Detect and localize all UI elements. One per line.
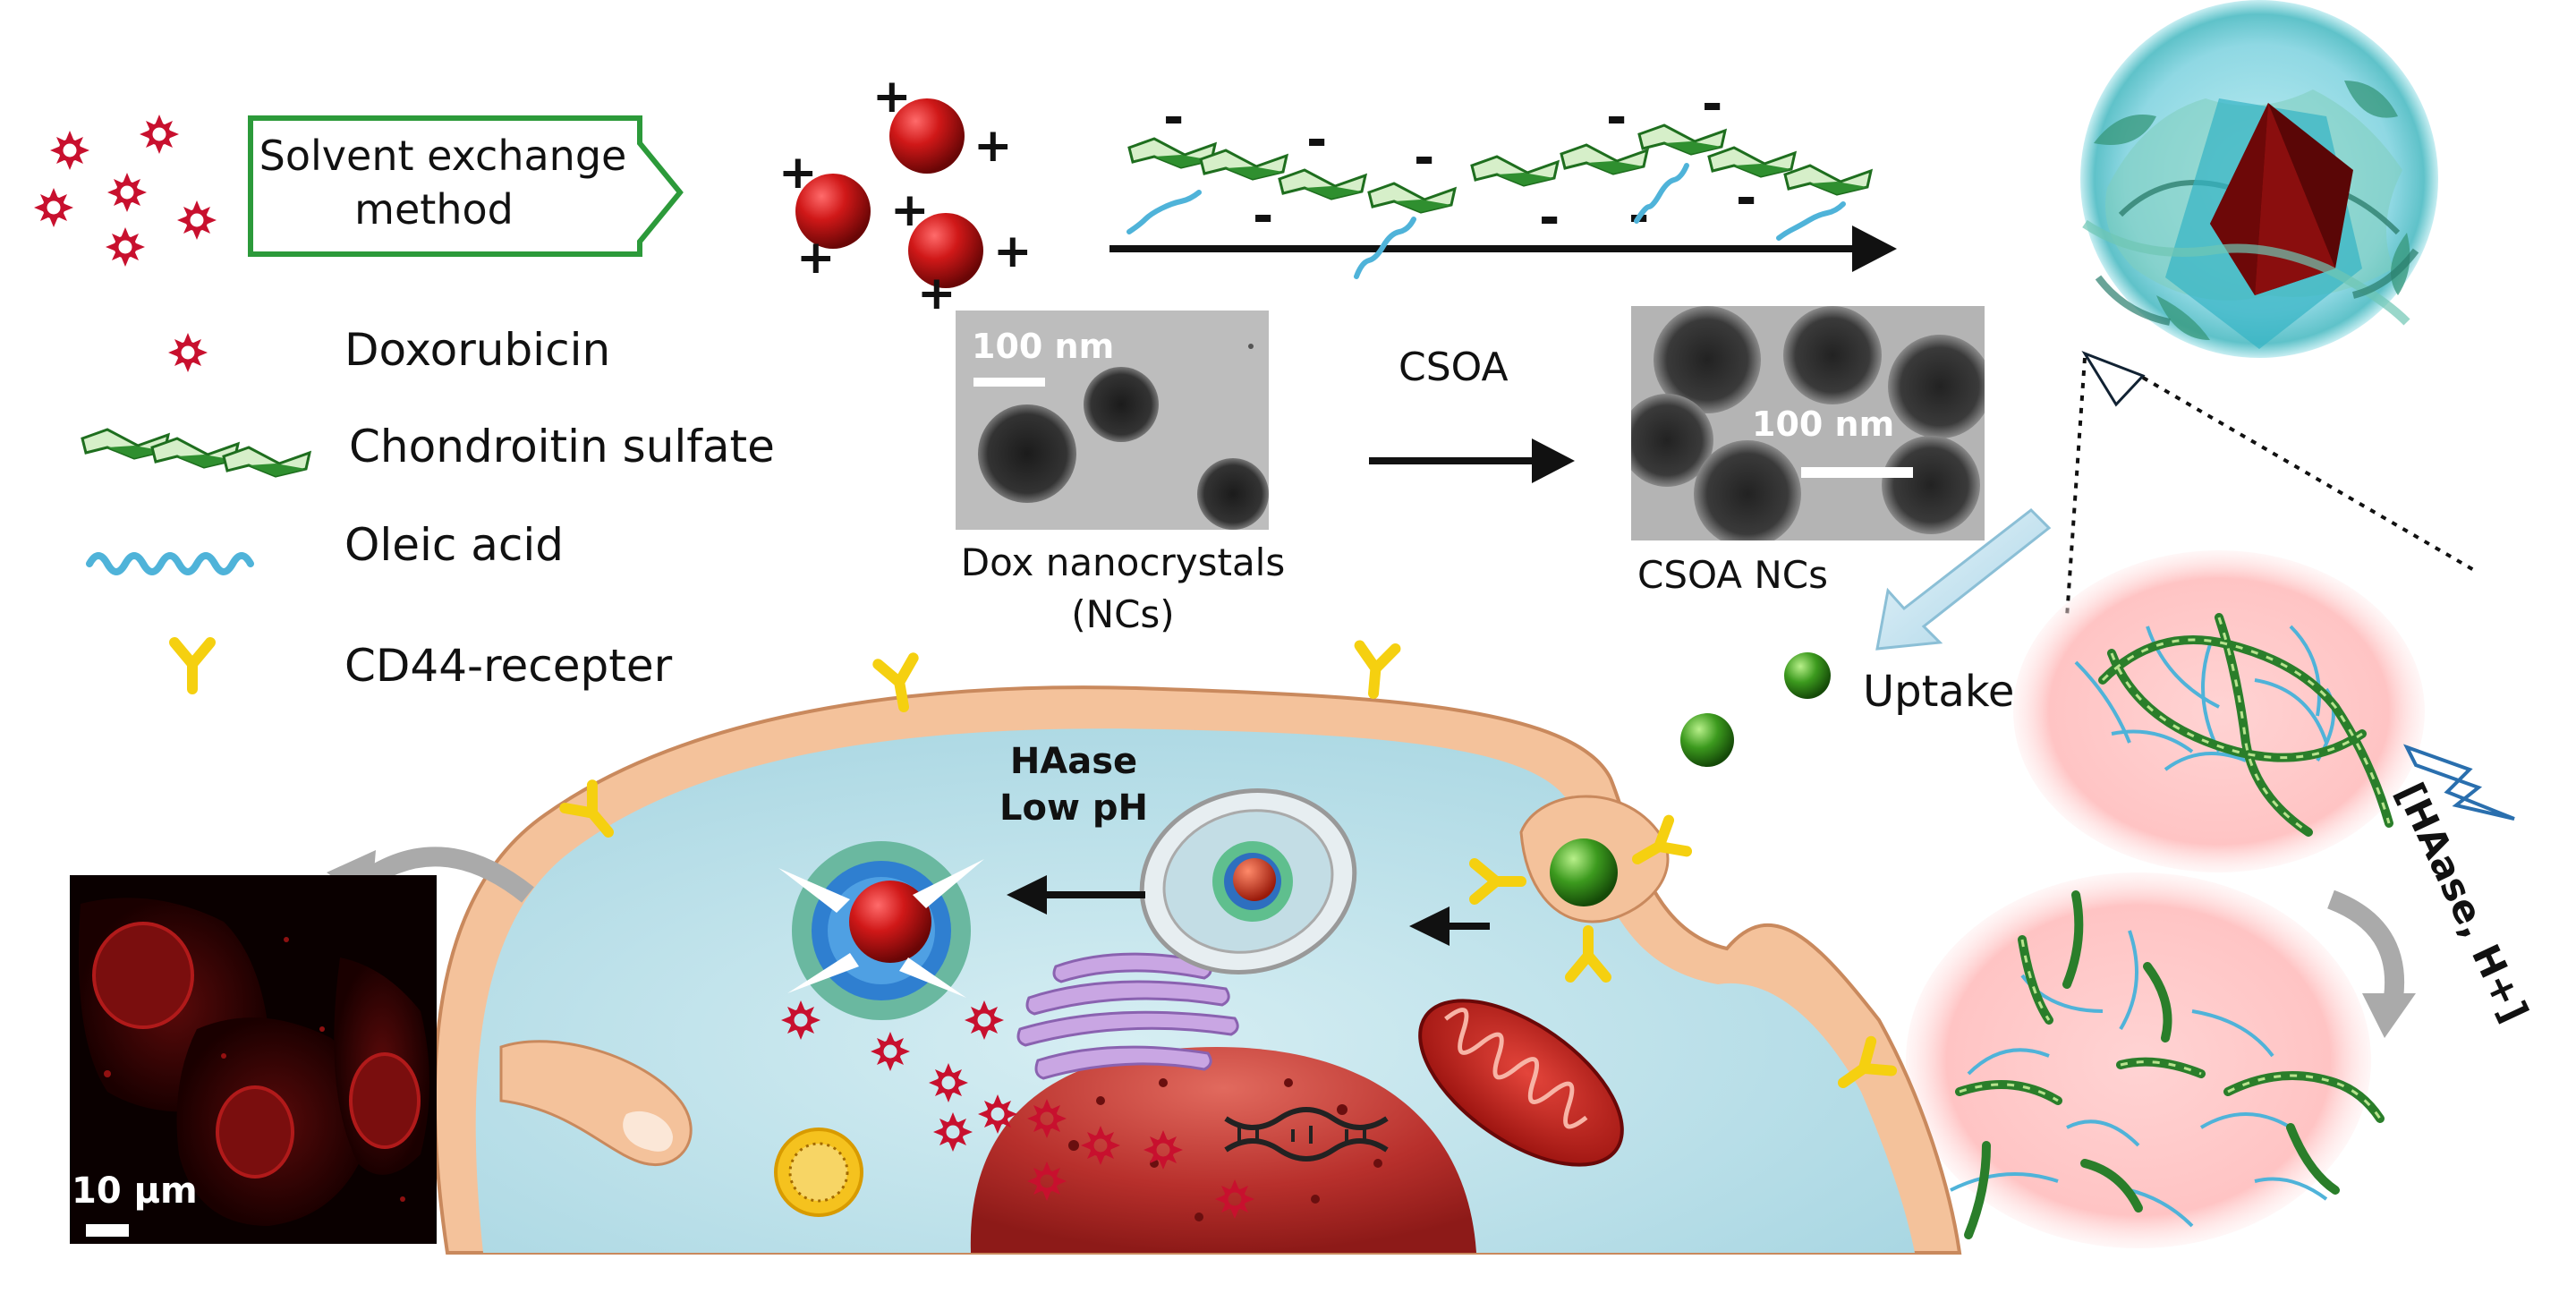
dox-tem-scale-label: 100 nm bbox=[972, 327, 1115, 366]
csoa-nc-caption: CSOA NCs bbox=[1637, 553, 1829, 597]
dox-molecule-cluster bbox=[34, 115, 217, 267]
chondroitin-sulfate-chains: -- -- -- -- - bbox=[1127, 75, 1873, 247]
charged-dox-nanocrystals: + + + + + + + bbox=[778, 70, 1033, 320]
dox-nc-caption: Dox nanocrystals (NCs) bbox=[931, 537, 1315, 641]
oleic-acid-tails bbox=[1126, 163, 1846, 279]
endosome bbox=[1139, 788, 1357, 974]
degradation-cycle-arrowhead bbox=[2362, 993, 2416, 1038]
svg-text:+: + bbox=[872, 70, 912, 123]
legend-label-oleic-acid: Oleic acid bbox=[344, 519, 565, 571]
legend-cd44-receptor-icon bbox=[174, 642, 210, 689]
dox-nc-caption-line1: Dox nanocrystals bbox=[960, 540, 1286, 584]
svg-text:-: - bbox=[1702, 75, 1722, 133]
svg-text:-: - bbox=[1414, 129, 1434, 187]
golgi-apparatus bbox=[1016, 952, 1239, 1080]
svg-text:-: - bbox=[1306, 111, 1327, 169]
confocal-scale-label: 10 μm bbox=[72, 1170, 198, 1212]
mitochondrion bbox=[1418, 999, 1624, 1167]
dna-helix-icon bbox=[1224, 1107, 1389, 1162]
yellow-vesicle bbox=[774, 1128, 863, 1217]
legend-label-cd44-receptor: CD44-recepter bbox=[344, 640, 673, 692]
low-ph-label: Low pH bbox=[999, 787, 1148, 829]
degraded-coating-network bbox=[1906, 872, 2385, 1248]
legend-label-chondroitin-sulfate: Chondroitin sulfate bbox=[349, 421, 775, 472]
csoa-ncs-tem: 100 nm bbox=[1631, 306, 1985, 540]
svg-text:-: - bbox=[1539, 189, 1560, 247]
method-label-line1: Solvent exchange bbox=[259, 132, 627, 180]
internalizing-nanoparticle bbox=[1475, 821, 1687, 977]
dox-nc-caption-line2: (NCs) bbox=[1071, 592, 1175, 636]
solvent-exchange-arrow-box: Solvent exchange method bbox=[248, 115, 684, 257]
svg-text:+: + bbox=[778, 146, 818, 200]
svg-text:-: - bbox=[1606, 89, 1627, 147]
imaging-arrow bbox=[352, 847, 534, 903]
legend-chondroitin-sulfate-icon bbox=[81, 428, 311, 478]
legend-label-doxorubicin: Doxorubicin bbox=[344, 324, 611, 376]
dox-tem-particles bbox=[956, 311, 1269, 530]
cell-illustration bbox=[432, 645, 1962, 1255]
intact-coating-network bbox=[2013, 550, 2425, 872]
confocal-micrograph bbox=[70, 875, 437, 1244]
uptake-arrow bbox=[1875, 508, 2052, 651]
svg-text:-: - bbox=[1163, 89, 1184, 147]
legend-oleic-acid-icon bbox=[86, 552, 254, 575]
svg-text:-: - bbox=[1736, 169, 1756, 227]
method-label-line2: method bbox=[354, 185, 514, 234]
confocal-scale-bar bbox=[86, 1224, 129, 1237]
lightning-trigger-icon bbox=[2402, 744, 2515, 821]
zoom-indicator bbox=[2065, 351, 2480, 618]
svg-text:+: + bbox=[993, 225, 1033, 278]
csoa-label: CSOA bbox=[1399, 345, 1509, 390]
svg-text:+: + bbox=[973, 119, 1013, 173]
degradation-cycle-arrow bbox=[2326, 889, 2405, 1000]
svg-text:+: + bbox=[917, 267, 956, 320]
svg-text:+: + bbox=[890, 183, 930, 237]
csoa-nc-approaching-2 bbox=[1680, 713, 1734, 767]
tem-transition-arrow bbox=[1369, 438, 1575, 483]
csoa-tem-scale-label: 100 nm bbox=[1752, 404, 1895, 444]
releasing-nanoparticle bbox=[778, 841, 984, 1020]
dox-nanocrystals-tem: 100 nm bbox=[956, 311, 1269, 530]
legend-doxorubicin-icon bbox=[168, 333, 208, 372]
uptake-label: Uptake bbox=[1863, 667, 2015, 717]
csoa-nc-approaching-1 bbox=[1784, 652, 1831, 699]
svg-text:-: - bbox=[1253, 187, 1273, 245]
intracellular-arrows bbox=[1007, 875, 1490, 946]
haase-label: HAase bbox=[1009, 741, 1138, 782]
csoa-tem-particles bbox=[1631, 306, 1985, 540]
svg-text:+: + bbox=[796, 231, 836, 285]
csoa-nanoparticle-model bbox=[2080, 0, 2438, 358]
csoa-assembly-arrow bbox=[1109, 226, 1897, 272]
